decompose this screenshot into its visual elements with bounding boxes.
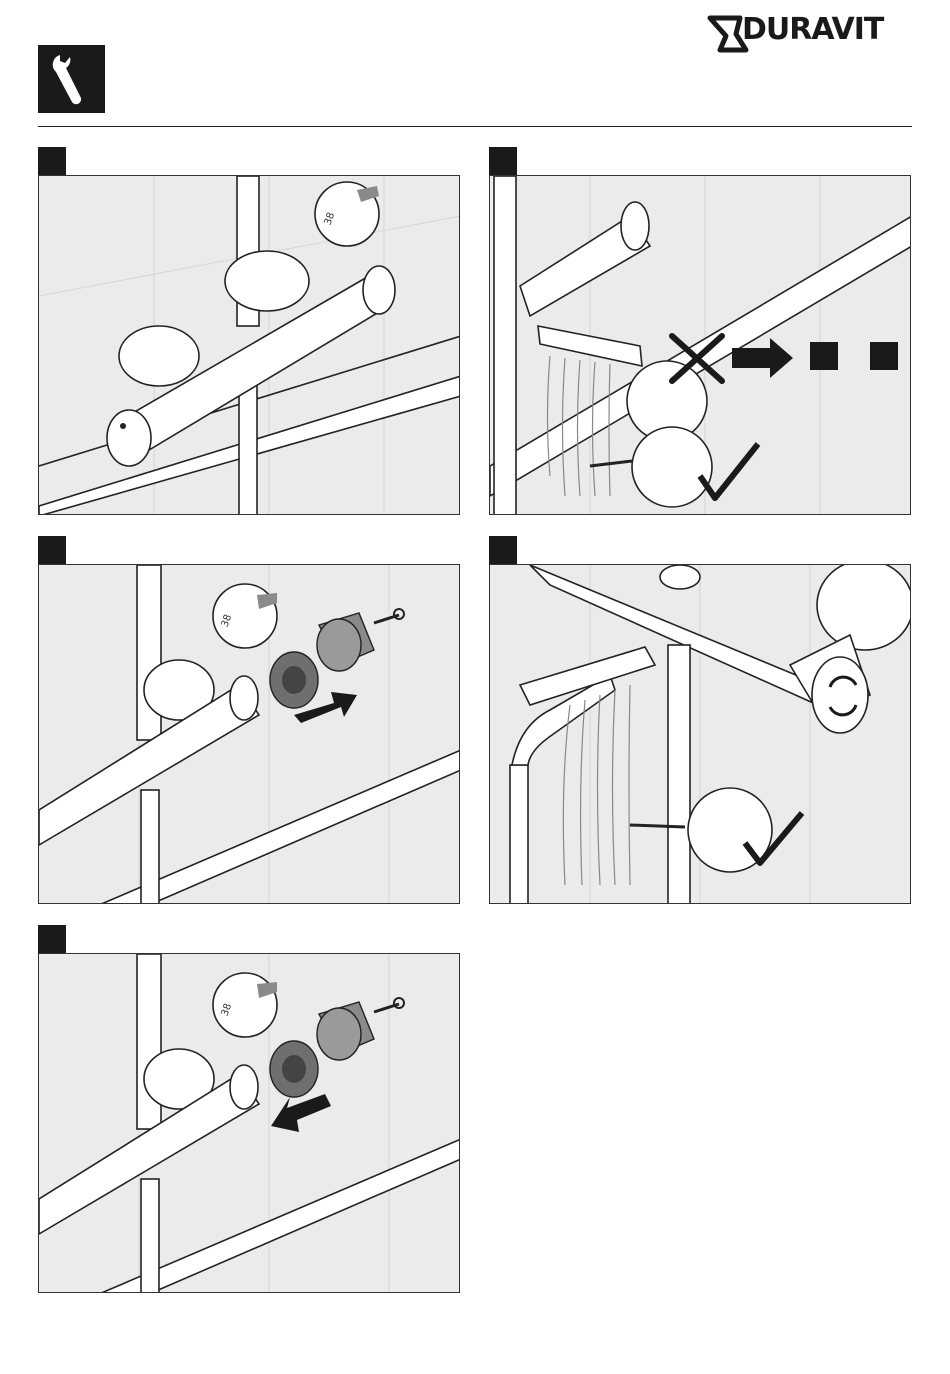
step-1-marker [38, 147, 66, 175]
wrench-icon [38, 45, 105, 113]
step-4-illustration [489, 564, 911, 904]
step-2-illustration [489, 175, 911, 515]
step-4-marker [489, 536, 517, 564]
brand-name: DURAVIT [742, 12, 883, 47]
step-2-marker [489, 147, 517, 175]
pull-out-arrow-icon [271, 1094, 331, 1132]
step-5-marker [38, 925, 66, 953]
step-3-marker [38, 536, 66, 564]
step-5-illustration: 38 [38, 953, 460, 1293]
step-3-illustration: 38 [38, 564, 460, 904]
square-icon [810, 342, 838, 370]
header-divider [38, 126, 912, 127]
step-1-illustration: 38 [38, 175, 460, 515]
cartridge-parts [270, 998, 404, 1097]
square-icon [870, 342, 898, 370]
maintenance-section-marker [38, 45, 105, 113]
